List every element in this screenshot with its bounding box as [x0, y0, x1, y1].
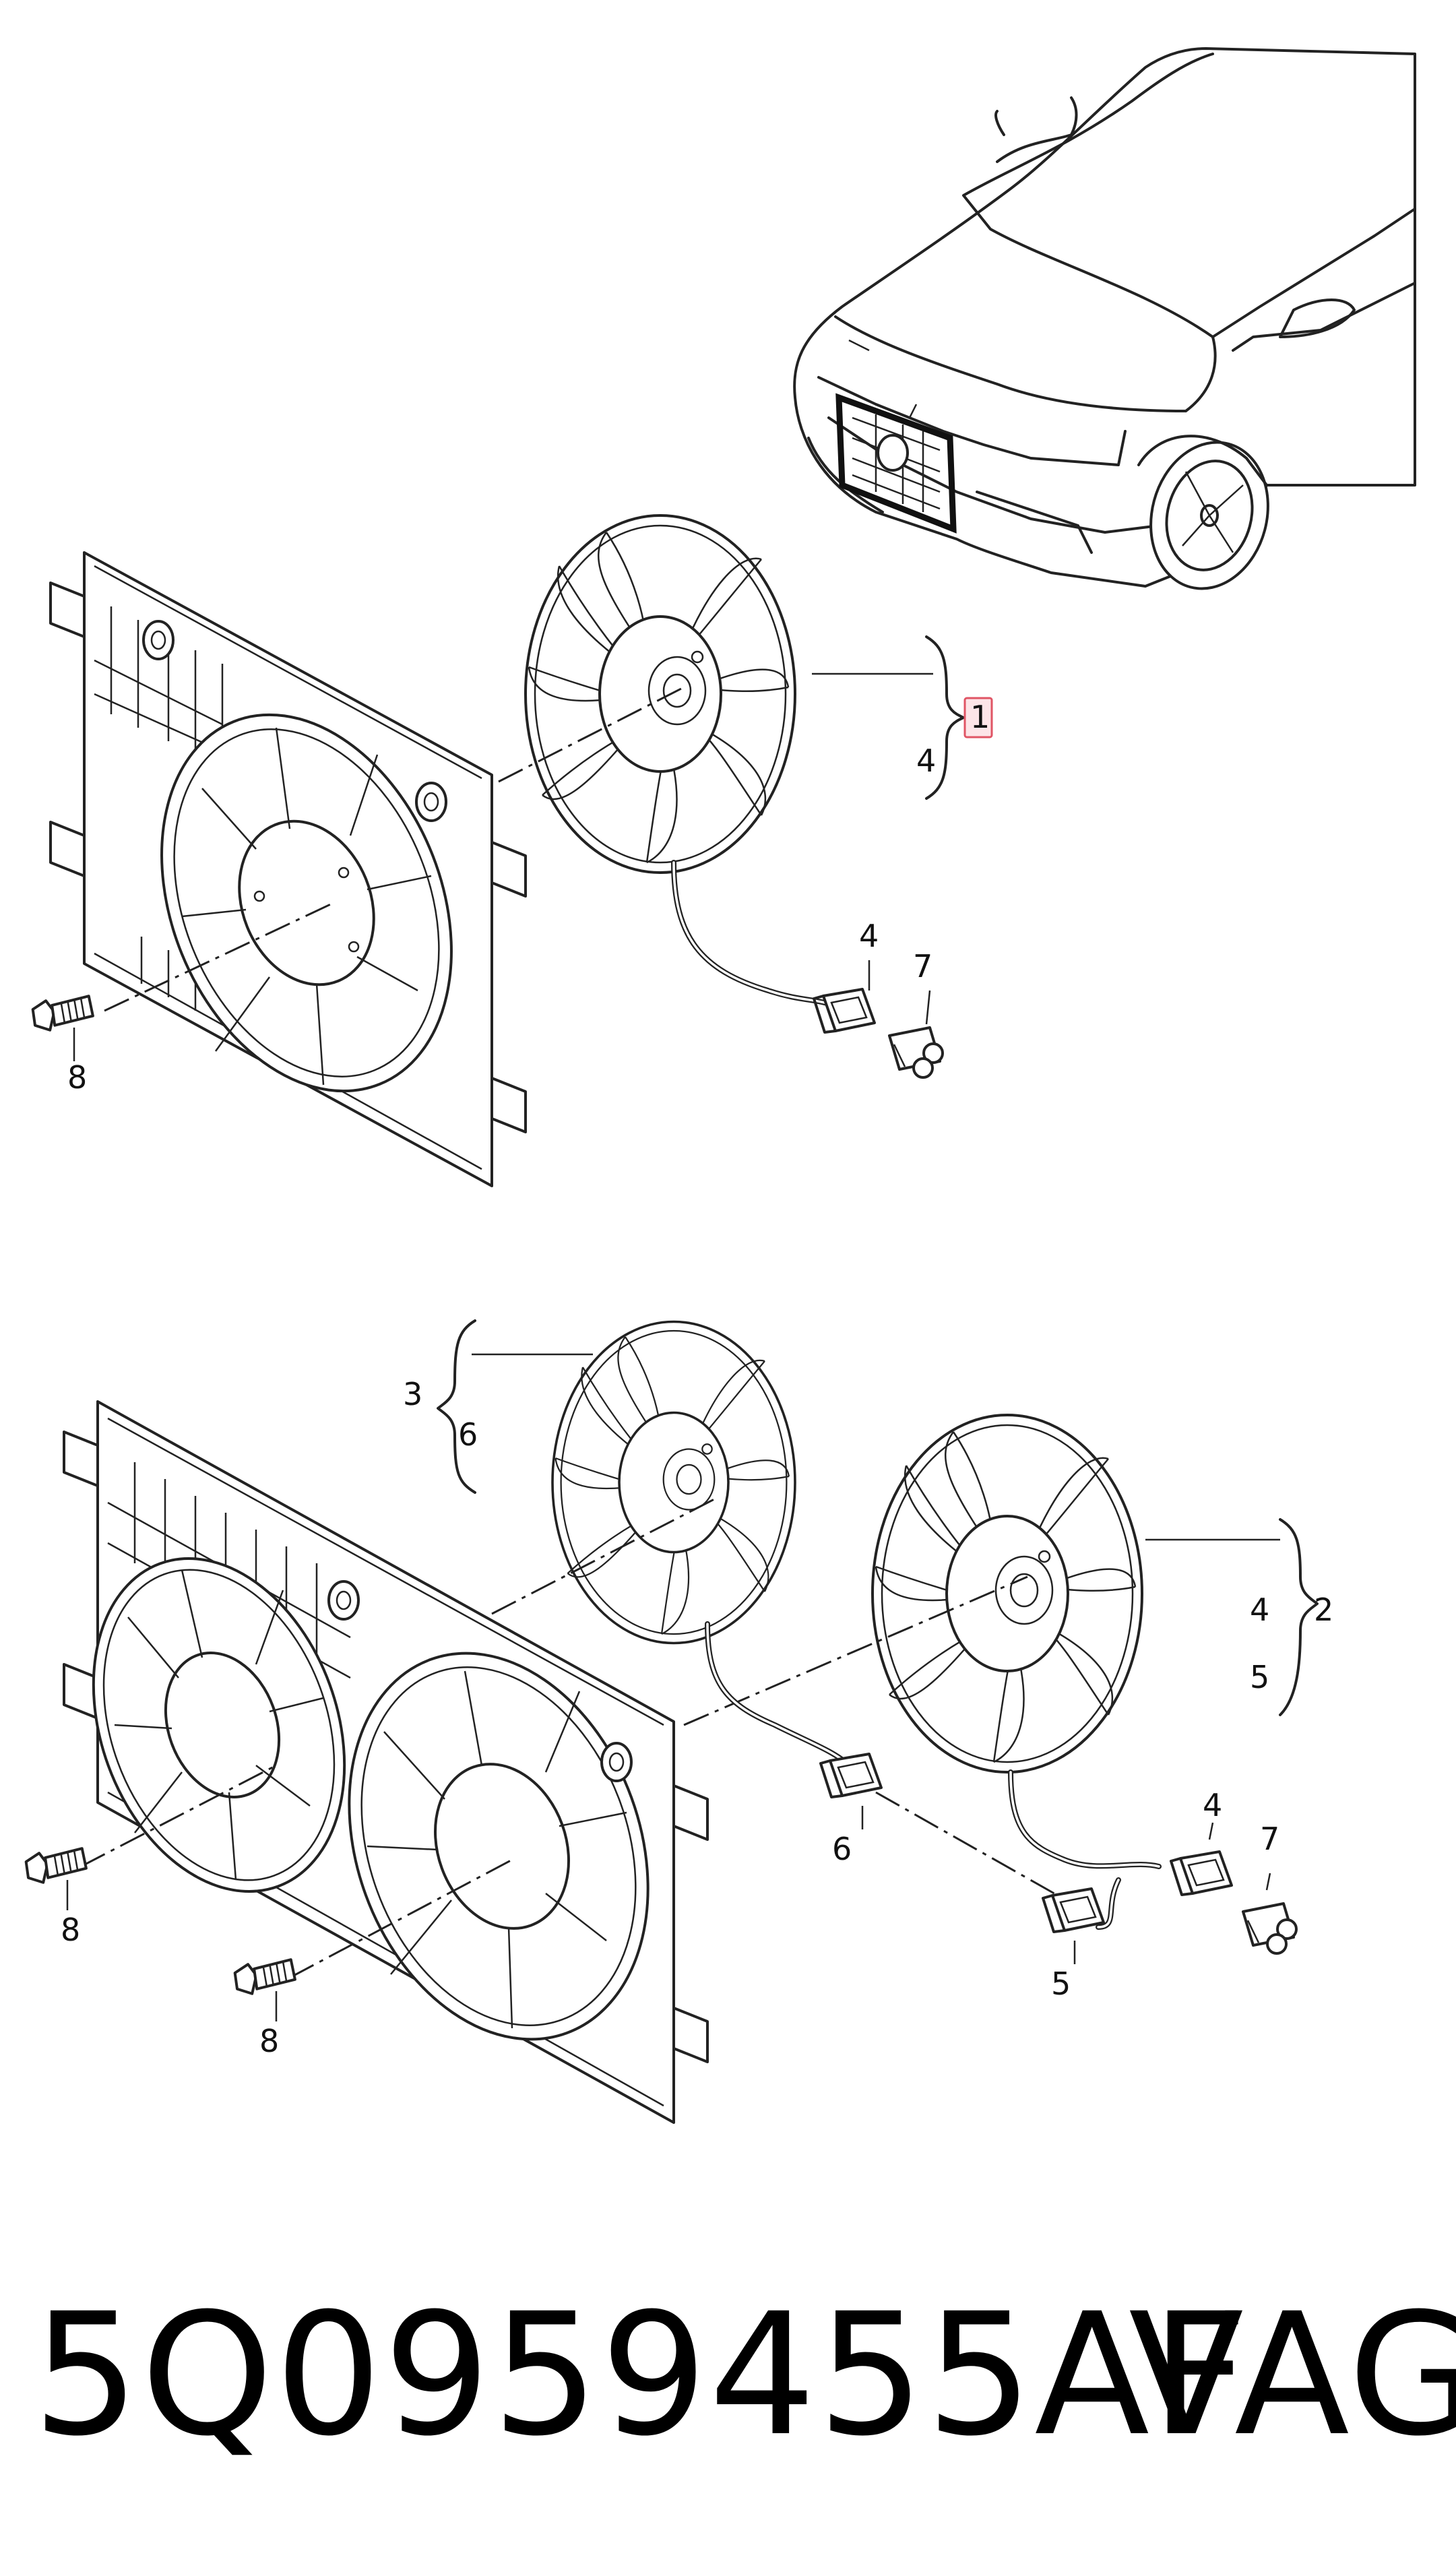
callout-4-top-bracket[interactable]: 4 — [916, 743, 936, 779]
callout-8-bottom-left[interactable]: 8 — [61, 1912, 80, 1948]
callout-2[interactable]: 2 — [1314, 1592, 1333, 1628]
callout-6-bracket[interactable]: 6 — [458, 1416, 478, 1453]
callout-4-bottom-bracket[interactable]: 4 — [1250, 1592, 1269, 1628]
callout-1[interactable]: 1 — [970, 699, 990, 735]
callout-5-plug[interactable]: 5 — [1051, 1966, 1071, 2002]
callout-8-bottom-right[interactable]: 8 — [259, 2023, 279, 2059]
callout-6-plug[interactable]: 6 — [832, 1831, 852, 1867]
callout-4-top-plug[interactable]: 4 — [859, 918, 879, 954]
brand-label: VAG — [1129, 2277, 1456, 2473]
dual-fan-assembly — [24, 1319, 1319, 2124]
callout-7-top[interactable]: 7 — [913, 948, 932, 984]
single-fan-assembly — [30, 514, 965, 1187]
callout-7-bottom[interactable]: 7 — [1260, 1821, 1279, 1857]
vehicle-illustration — [793, 47, 1416, 590]
callout-3[interactable]: 3 — [403, 1376, 422, 1412]
callout-8-top[interactable]: 8 — [67, 1059, 87, 1096]
callout-highlight-box — [963, 697, 993, 739]
callout-4-bottom-plug[interactable]: 4 — [1203, 1787, 1222, 1823]
part-number-label: 5Q0959455AF — [32, 2277, 1250, 2473]
callout-5-bracket[interactable]: 5 — [1250, 1659, 1269, 1695]
